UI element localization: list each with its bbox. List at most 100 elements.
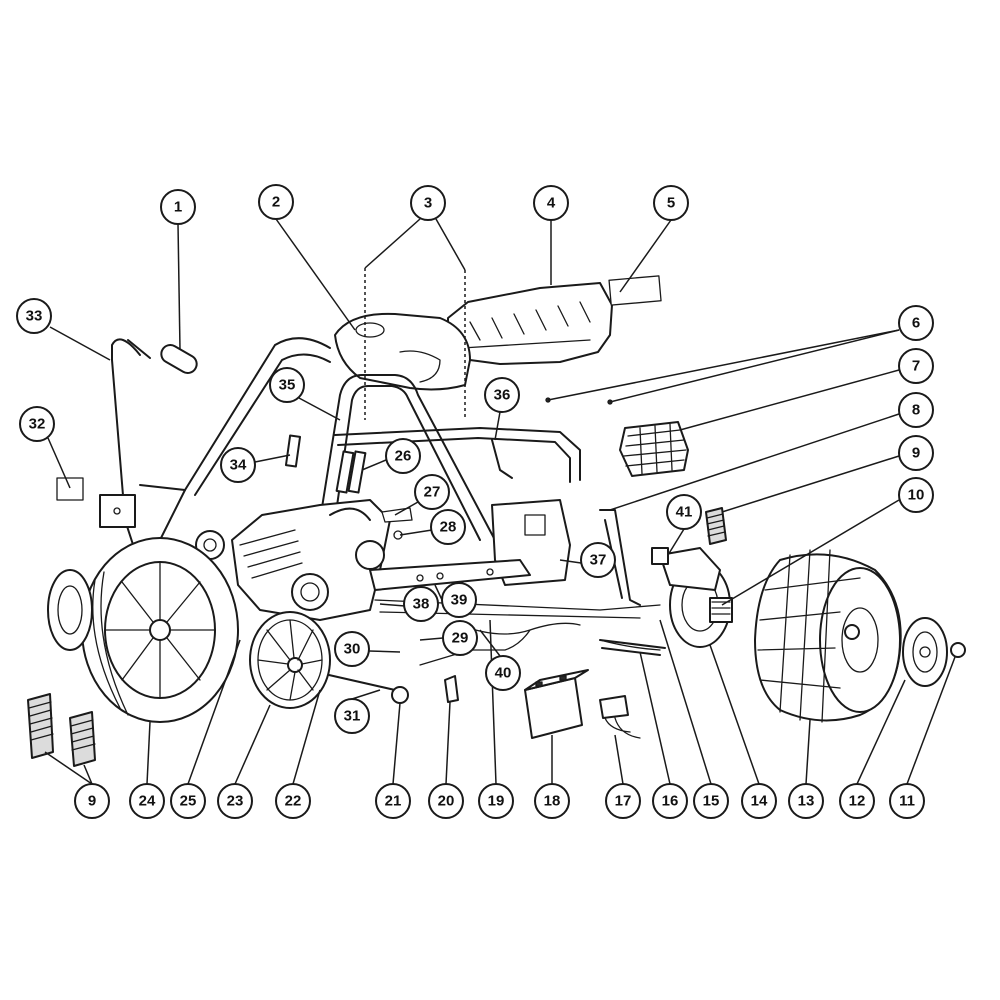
svg-text:11: 11 — [899, 793, 915, 810]
front-wheel-large — [81, 537, 239, 723]
callout-4[interactable]: 4 — [533, 185, 569, 221]
leader-line — [559, 559, 582, 564]
svg-text:20: 20 — [438, 793, 455, 810]
vehicle-parts-drawing — [27, 268, 966, 767]
svg-text:25: 25 — [180, 793, 197, 810]
callout-9-left[interactable]: 9 — [74, 783, 110, 819]
callout-40[interactable]: 40 — [485, 655, 521, 691]
clip-part — [444, 675, 459, 703]
svg-text:34: 34 — [230, 457, 247, 474]
front-hub-disc — [47, 569, 93, 651]
callout-group: 1 2 3 4 5 6 7 8 9 10 33 32 35 36 34 26 2… — [16, 184, 934, 819]
leader-line — [399, 529, 433, 536]
gear-motor — [659, 547, 733, 648]
svg-text:22: 22 — [285, 793, 302, 810]
switch-module — [599, 695, 641, 739]
svg-text:10: 10 — [908, 487, 925, 504]
callout-37[interactable]: 37 — [580, 542, 616, 578]
callout-6[interactable]: 6 — [898, 305, 934, 341]
front-cover — [334, 312, 471, 391]
spoked-wheel — [249, 611, 331, 709]
callout-23[interactable]: 23 — [217, 783, 253, 819]
callout-8[interactable]: 8 — [898, 392, 934, 428]
callout-12[interactable]: 12 — [839, 783, 875, 819]
svg-text:8: 8 — [912, 402, 920, 419]
rear-tire — [754, 549, 902, 723]
spring-left-b — [69, 711, 96, 767]
callout-35[interactable]: 35 — [269, 367, 305, 403]
callout-41[interactable]: 41 — [666, 494, 702, 530]
callout-16[interactable]: 16 — [652, 783, 688, 819]
svg-text:41: 41 — [676, 504, 693, 521]
leader-line — [721, 455, 900, 513]
svg-text:29: 29 — [452, 630, 469, 647]
callout-21[interactable]: 21 — [375, 783, 411, 819]
callout-10[interactable]: 10 — [898, 477, 934, 513]
callout-14[interactable]: 14 — [741, 783, 777, 819]
leader-line — [709, 644, 760, 785]
leader-line — [298, 397, 341, 421]
svg-text:24: 24 — [139, 793, 156, 810]
callout-24[interactable]: 24 — [129, 783, 165, 819]
callout-9-right[interactable]: 9 — [898, 435, 934, 471]
callout-26[interactable]: 26 — [385, 438, 421, 474]
svg-text:15: 15 — [703, 793, 720, 810]
leader-lines — [44, 218, 956, 785]
callout-29[interactable]: 29 — [442, 620, 478, 656]
callout-5[interactable]: 5 — [653, 185, 689, 221]
callout-19[interactable]: 19 — [478, 783, 514, 819]
svg-text:39: 39 — [451, 592, 468, 609]
callout-2[interactable]: 2 — [258, 184, 294, 220]
front-bracket — [99, 494, 136, 528]
leader-line — [379, 603, 406, 607]
wire-harness — [599, 639, 666, 656]
callout-27[interactable]: 27 — [414, 474, 450, 510]
callout-32[interactable]: 32 — [19, 406, 55, 442]
callout-25[interactable]: 25 — [170, 783, 206, 819]
svg-text:4: 4 — [547, 195, 556, 212]
callout-20[interactable]: 20 — [428, 783, 464, 819]
leader-line — [609, 413, 900, 511]
svg-text:16: 16 — [662, 793, 679, 810]
callout-17[interactable]: 17 — [605, 783, 641, 819]
leader-line — [619, 219, 672, 293]
svg-text:6: 6 — [912, 315, 920, 332]
callout-11[interactable]: 11 — [889, 783, 925, 819]
callout-1[interactable]: 1 — [160, 189, 196, 225]
svg-text:19: 19 — [488, 793, 505, 810]
svg-text:26: 26 — [395, 448, 412, 465]
callout-36[interactable]: 36 — [484, 377, 520, 413]
spring-left-a — [27, 693, 54, 759]
svg-text:27: 27 — [424, 484, 441, 501]
callout-13[interactable]: 13 — [788, 783, 824, 819]
leader-line — [614, 734, 624, 785]
rear-body-cover — [447, 282, 613, 365]
callout-31[interactable]: 31 — [334, 698, 370, 734]
leader-line — [856, 679, 906, 785]
leader-line — [906, 656, 956, 785]
callout-33[interactable]: 33 — [16, 298, 52, 334]
callout-38[interactable]: 38 — [403, 586, 439, 622]
svg-text:23: 23 — [227, 793, 244, 810]
callout-39[interactable]: 39 — [441, 582, 477, 618]
battery — [524, 669, 589, 739]
svg-text:1: 1 — [174, 199, 182, 216]
callout-7[interactable]: 7 — [898, 348, 934, 384]
callout-22[interactable]: 22 — [275, 783, 311, 819]
rear-grille — [619, 421, 689, 477]
callout-3[interactable]: 3 — [410, 185, 446, 221]
callout-28[interactable]: 28 — [430, 509, 466, 545]
svg-text:35: 35 — [279, 377, 296, 394]
callout-34[interactable]: 34 — [220, 447, 256, 483]
hub-cap — [902, 617, 948, 687]
leader-line — [47, 437, 71, 489]
callout-15[interactable]: 15 — [693, 783, 729, 819]
callout-18[interactable]: 18 — [534, 783, 570, 819]
callout-30[interactable]: 30 — [334, 631, 370, 667]
svg-text:33: 33 — [26, 308, 43, 325]
svg-text:18: 18 — [544, 793, 561, 810]
svg-text:36: 36 — [494, 387, 511, 404]
wiring-and-rods — [374, 599, 661, 666]
svg-text:30: 30 — [344, 641, 361, 658]
